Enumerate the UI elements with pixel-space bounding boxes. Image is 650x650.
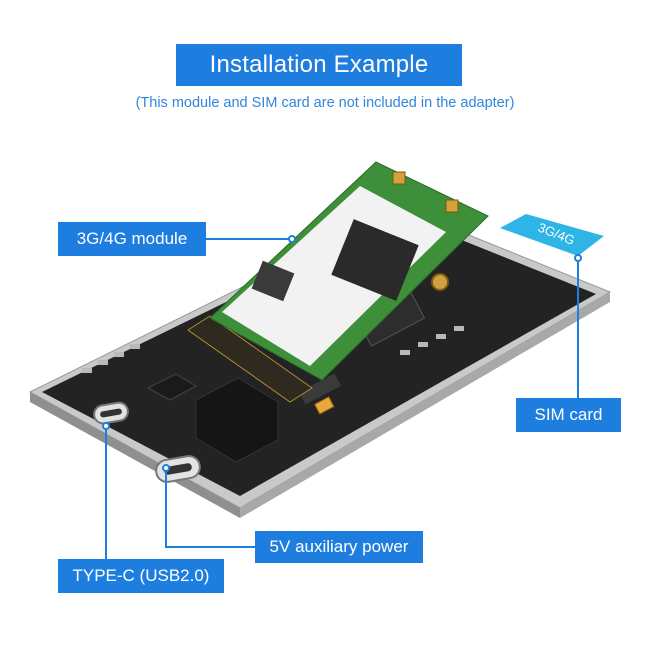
callout-power: 5V auxiliary power	[255, 531, 423, 563]
module-qr-small	[251, 260, 295, 302]
callout-typec: TYPE-C (USB2.0)	[58, 559, 224, 593]
callout-sim-card: SIM card	[516, 398, 621, 432]
sim-card-text: 3G/4G	[536, 220, 577, 248]
page-title: Installation Example	[176, 44, 462, 86]
page-subtitle: (This module and SIM card are not includ…	[135, 95, 515, 111]
pcb-component	[299, 373, 341, 405]
module-label	[222, 186, 446, 366]
sim-card	[500, 214, 604, 256]
callout-lines	[102, 235, 582, 559]
typec-port-data	[93, 401, 129, 425]
adapter-edge-right	[240, 292, 610, 518]
module-qr-code	[331, 219, 419, 301]
m2-slot	[187, 315, 313, 403]
mount-screw	[431, 273, 449, 291]
pcb-resistors	[82, 326, 464, 373]
module-antenna-connectors	[392, 171, 459, 213]
switch-block	[146, 373, 198, 401]
pcb-capacitor	[313, 396, 335, 415]
connector-block	[195, 377, 279, 463]
typec-port-power	[155, 455, 201, 483]
callout-module: 3G/4G module	[58, 222, 206, 256]
adapter-edge	[30, 392, 240, 518]
